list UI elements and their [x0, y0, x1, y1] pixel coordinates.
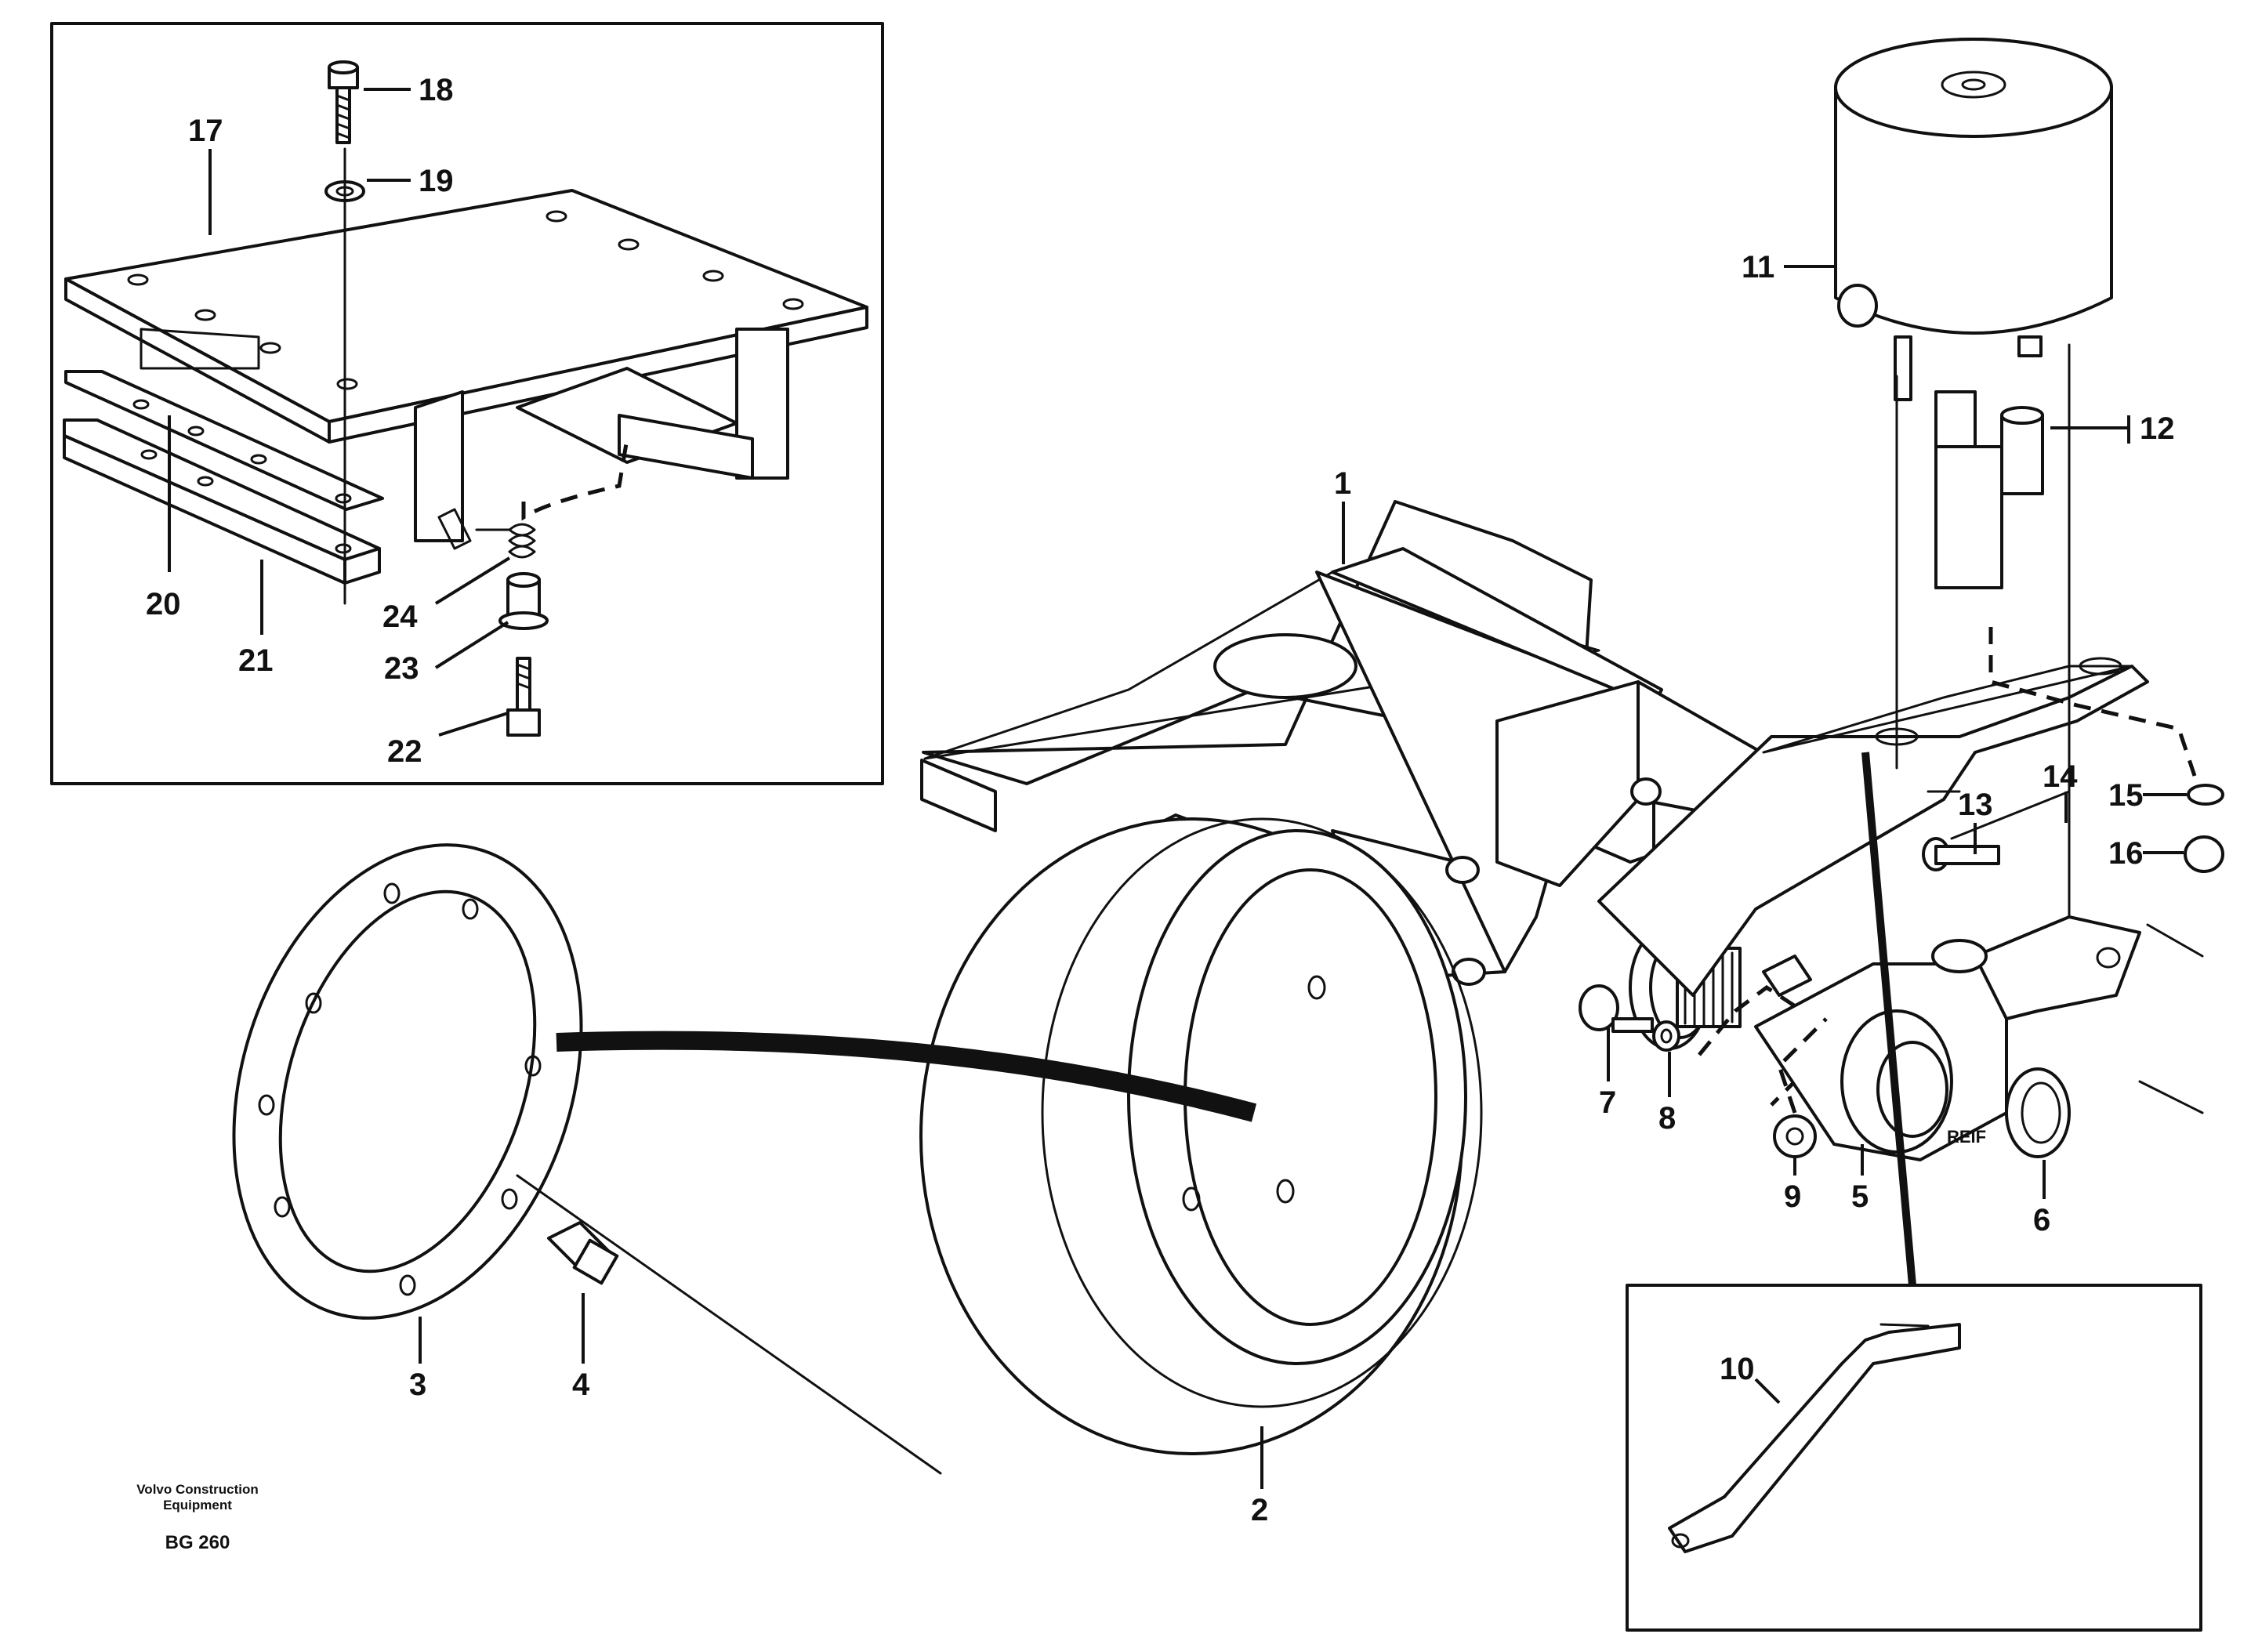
callout-labels: 1 2 3 4 5 6 7 8 9 10 11 12 13 14 15 16 1… [146, 73, 2175, 1527]
brake-chamber-part-11 [1834, 38, 2113, 401]
callout-16: 16 [2108, 836, 2144, 871]
footer-credit: Volvo Construction Equipment BG 260 [136, 1482, 259, 1553]
bushing-part-23 [498, 572, 549, 630]
washer-part-8 [1652, 1020, 1680, 1052]
assembly-guide-band [1861, 752, 1916, 1286]
callout-15: 15 [2108, 778, 2144, 813]
assembly-guide-band [556, 1031, 1257, 1122]
leader-lines [168, 88, 2187, 1489]
pin-part-13 [1922, 837, 2000, 871]
assembly-path-shaft [1698, 984, 1829, 1107]
center-line [2146, 923, 2204, 958]
bar-part-21 [63, 418, 381, 585]
seal-ring-part-6 [2005, 1067, 2071, 1158]
inset-frame-upper-left [50, 22, 884, 785]
callout-23: 23 [384, 651, 419, 686]
cotter-pin-part-14 [1950, 790, 2071, 840]
slack-adjuster-part-5: REIF [1754, 915, 2141, 1161]
callout-21: 21 [238, 643, 274, 678]
nut-part-16 [2184, 835, 2224, 873]
callout-13: 13 [1958, 788, 1993, 822]
callout-20: 20 [146, 587, 181, 621]
center-line [2138, 1080, 2204, 1114]
callout-1: 1 [1334, 466, 1351, 501]
assembly-path-clevis [1988, 627, 2197, 777]
mounting-plate-part-17 [64, 189, 868, 550]
drawing-code: BG 260 [165, 1532, 230, 1553]
callout-10: 10 [1720, 1352, 1755, 1386]
assembly-path-nut [1777, 1017, 1828, 1114]
washer-part-15 [2187, 784, 2224, 806]
flange-ring-part-3 [232, 843, 583, 1320]
callout-19: 19 [419, 164, 454, 198]
callout-9: 9 [1784, 1179, 1801, 1214]
callout-18: 18 [419, 73, 454, 107]
shim-strip-part-20 [64, 370, 384, 511]
screw-part-22 [506, 657, 541, 737]
key-plate [1762, 955, 1812, 997]
callout-11: 11 [1742, 250, 1774, 284]
brake-disc-part-2 [919, 817, 1483, 1455]
part-marking-text: REIF [1947, 1127, 1986, 1147]
callout-6: 6 [2033, 1203, 2050, 1237]
callout-3: 3 [409, 1368, 426, 1402]
bolt-part-4 [547, 1221, 619, 1285]
clevis-part-12 [1934, 390, 2044, 589]
callout-4: 4 [572, 1368, 590, 1402]
nut-part-9 [1773, 1114, 1817, 1158]
tool-part-10 [1668, 1323, 1961, 1553]
callout-7: 7 [1599, 1085, 1616, 1120]
spring-part-24 [475, 523, 536, 559]
screw-part-18 [328, 60, 359, 144]
callout-17: 17 [188, 114, 223, 148]
callout-8: 8 [1658, 1101, 1676, 1136]
callout-22: 22 [387, 734, 422, 769]
callout-12: 12 [2140, 411, 2175, 446]
callout-24: 24 [382, 600, 418, 634]
callout-14: 14 [2043, 759, 2078, 794]
center-line [516, 1174, 942, 1475]
bolt-part-7 [1579, 984, 1654, 1033]
callout-5: 5 [1851, 1179, 1869, 1214]
manufacturer-line-1: Volvo Construction [136, 1482, 259, 1497]
inset-frame-lower-right [1626, 1284, 2202, 1632]
callout-2: 2 [1251, 1493, 1268, 1527]
manufacturer-line-2: Equipment [163, 1498, 232, 1513]
